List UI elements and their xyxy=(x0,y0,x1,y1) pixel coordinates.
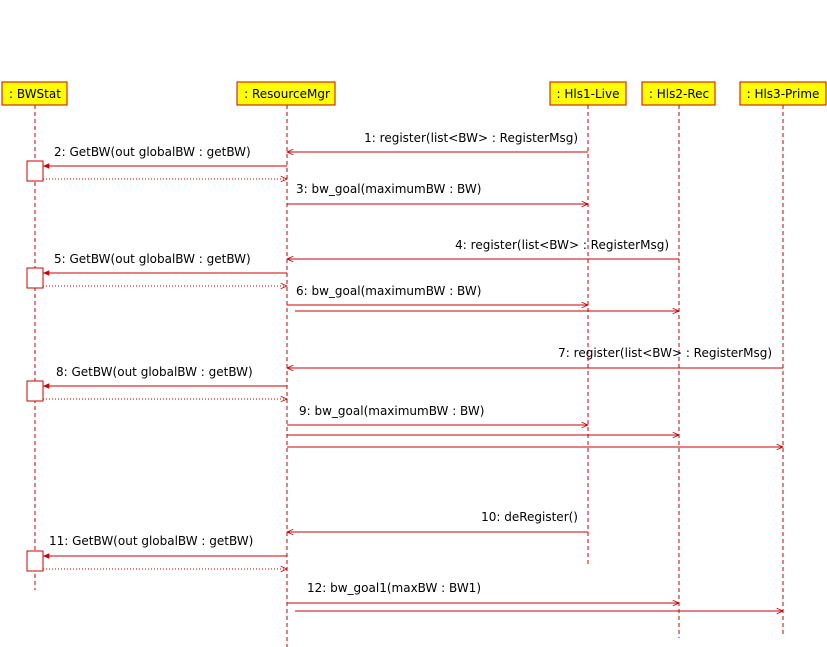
lifeline-header-hls2: : Hls2-Rec xyxy=(641,81,716,106)
lifeline-label-hls2: : Hls2-Rec xyxy=(649,87,709,101)
activation-box xyxy=(26,267,44,289)
activation-box xyxy=(26,380,44,402)
message-label-7: 7: register(list<BW> : RegisterMsg) xyxy=(558,346,772,360)
message-label-9: 9: bw_goal(maximumBW : BW) xyxy=(299,404,484,418)
message-label-5: 5: GetBW(out globalBW : getBW) xyxy=(54,252,251,266)
message-label-6: 6: bw_goal(maximumBW : BW) xyxy=(296,284,481,298)
lifeline-label-resourcemgr: : ResourceMgr xyxy=(244,87,330,101)
lifeline-label-hls1: : Hls1-Live xyxy=(557,87,620,101)
lifeline-header-hls3: : Hls3-Prime xyxy=(739,81,827,106)
activation-box xyxy=(26,550,44,572)
message-label-8: 8: GetBW(out globalBW : getBW) xyxy=(56,365,253,379)
message-label-11: 11: GetBW(out globalBW : getBW) xyxy=(49,534,253,548)
lifeline-header-bwstat: : BWStat xyxy=(1,81,68,106)
activation-box xyxy=(26,160,44,182)
lifeline-label-bwstat: : BWStat xyxy=(9,87,61,101)
message-label-1: 1: register(list<BW> : RegisterMsg) xyxy=(364,131,578,145)
message-label-2: 2: GetBW(out globalBW : getBW) xyxy=(54,145,251,159)
message-label-3: 3: bw_goal(maximumBW : BW) xyxy=(296,182,481,196)
lifeline-header-hls1: : Hls1-Live xyxy=(549,81,627,106)
lifeline-label-hls3: : Hls3-Prime xyxy=(747,87,820,101)
message-label-4: 4: register(list<BW> : RegisterMsg) xyxy=(455,238,669,252)
message-label-12: 12: bw_goal1(maxBW : BW1) xyxy=(307,581,481,595)
message-label-10: 10: deRegister() xyxy=(481,510,578,524)
lifeline-header-resourcemgr: : ResourceMgr xyxy=(236,81,336,106)
